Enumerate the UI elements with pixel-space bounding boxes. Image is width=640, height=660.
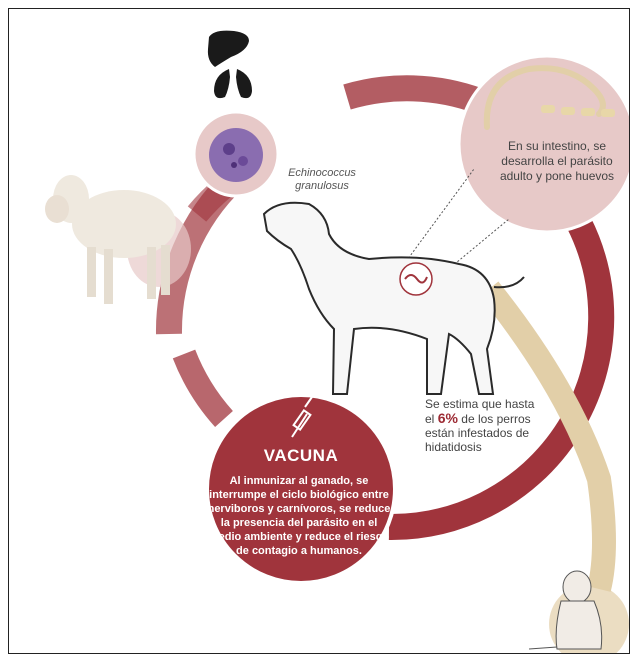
sheep xyxy=(45,175,191,304)
cyst-cell xyxy=(209,128,263,182)
dog xyxy=(264,203,524,394)
intestine-highlight xyxy=(400,263,432,295)
infographic-frame: En su intestino, se desarrolla el parási… xyxy=(8,8,630,654)
lungs-icon xyxy=(214,69,252,98)
child xyxy=(529,571,629,654)
cycle-arc-top xyxy=(347,88,479,101)
vaccine-title: VACUNA xyxy=(221,446,381,466)
vaccine-body: Al inmunizar al ganado, se interrumpe el… xyxy=(204,474,394,558)
intestine-caption: En su intestino, se desarrolla el parási… xyxy=(487,139,627,184)
cycle-arc-lower-left xyxy=(184,354,224,419)
dog-estimate-text: Se estima que hasta el 6% de los perros … xyxy=(425,397,535,454)
estimate-percent: 6% xyxy=(438,410,458,426)
liver-icon xyxy=(208,31,249,67)
species-name: Echinococcus granulosus xyxy=(277,167,367,193)
